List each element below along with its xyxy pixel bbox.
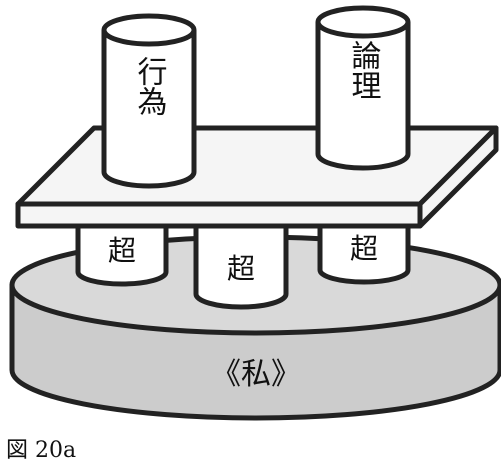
figure-caption: 図 20a	[6, 438, 77, 463]
platform	[15, 125, 499, 229]
lower-pillar-2-label: 超	[227, 252, 255, 285]
upper-pillar-left-label: 行為	[132, 56, 168, 116]
lower-pillar-3	[317, 209, 411, 285]
lower-pillar-3-label: 超	[350, 232, 378, 265]
lower-pillar-1-label: 超	[108, 234, 136, 267]
base-label: 《私》	[211, 357, 301, 392]
lower-pillar-1	[75, 209, 169, 287]
lower-pillar-2	[193, 209, 289, 310]
upper-pillar-right	[315, 5, 411, 171]
upper-pillar-right-label: 論理	[346, 40, 381, 100]
upper-pillar-left	[101, 13, 197, 189]
